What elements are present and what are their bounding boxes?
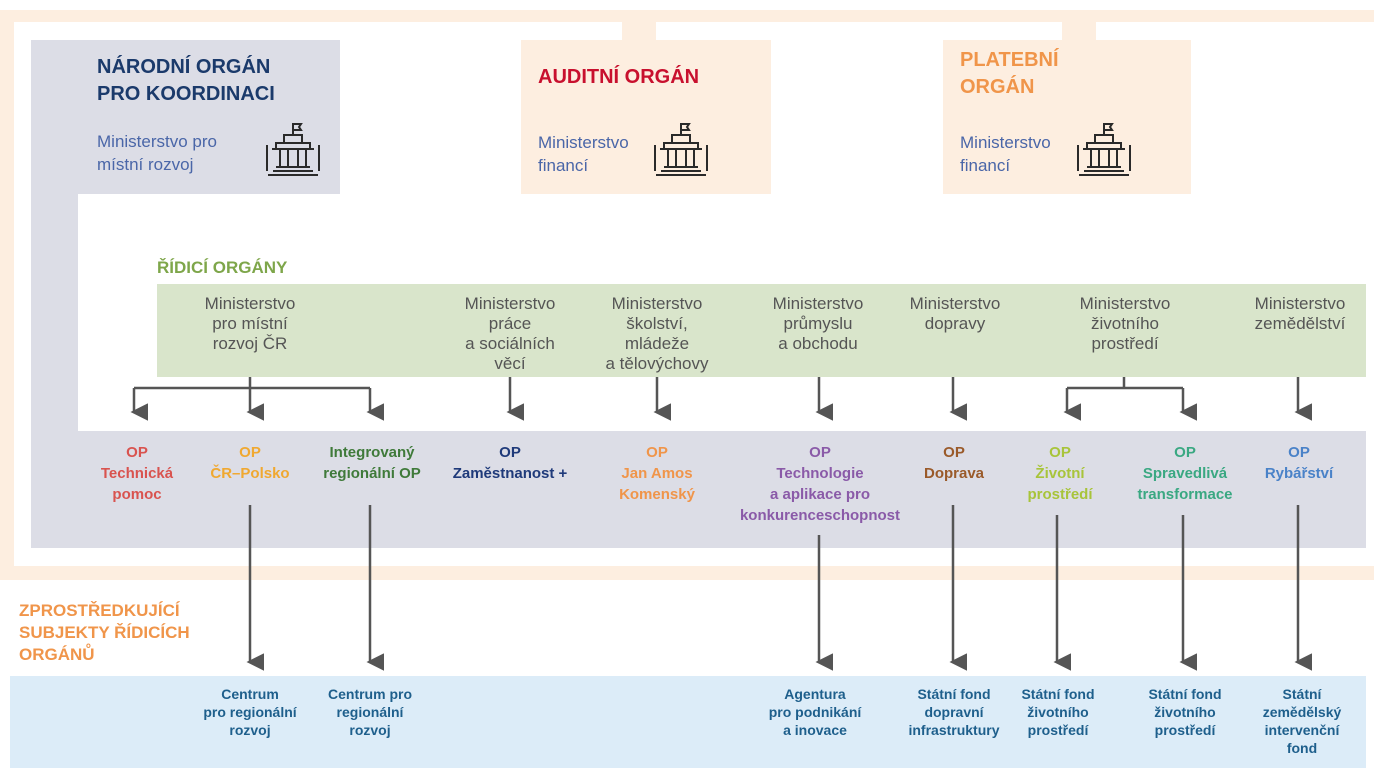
intermediate-bodies-band [10,676,1366,768]
payment-title: PLATEBNÍ ORGÁN [960,49,1059,98]
audit-ministry: Ministerstvo financí [538,133,629,175]
frame-left-bar [0,10,14,580]
intermediate-bodies-heading: ZPROSTŘEDKUJÍCÍ SUBJEKTY ŘÍDICÍCH ORGÁNŮ [19,601,190,664]
connector-audit [622,18,656,44]
frame-top-bar [0,10,1374,22]
arrow-mmr-branch [134,377,370,390]
payment-authority-box [943,40,1191,194]
coordination-panel [31,40,340,194]
audit-authority-box [521,40,771,194]
coordination-ministry: Ministerstvo pro místní rozvoj [97,132,217,174]
managing-authorities-band [157,284,1366,377]
managing-authorities-heading: ŘÍDICÍ ORGÁNY [157,258,288,277]
government-building-icon [266,123,320,176]
coordination-title: NÁRODNÍ ORGÁN PRO KOORDINACI [97,56,275,105]
operational-programmes-band [31,431,1366,548]
connector-payment [1062,18,1096,44]
government-building-icon [1077,123,1131,176]
payment-ministry: Ministerstvo financí [960,133,1051,175]
audit-title: AUDITNÍ ORGÁN [538,66,700,88]
frame-bottom-bar [0,566,1374,580]
arrow-mzp-branch [1067,377,1183,390]
government-building-icon [654,123,708,176]
